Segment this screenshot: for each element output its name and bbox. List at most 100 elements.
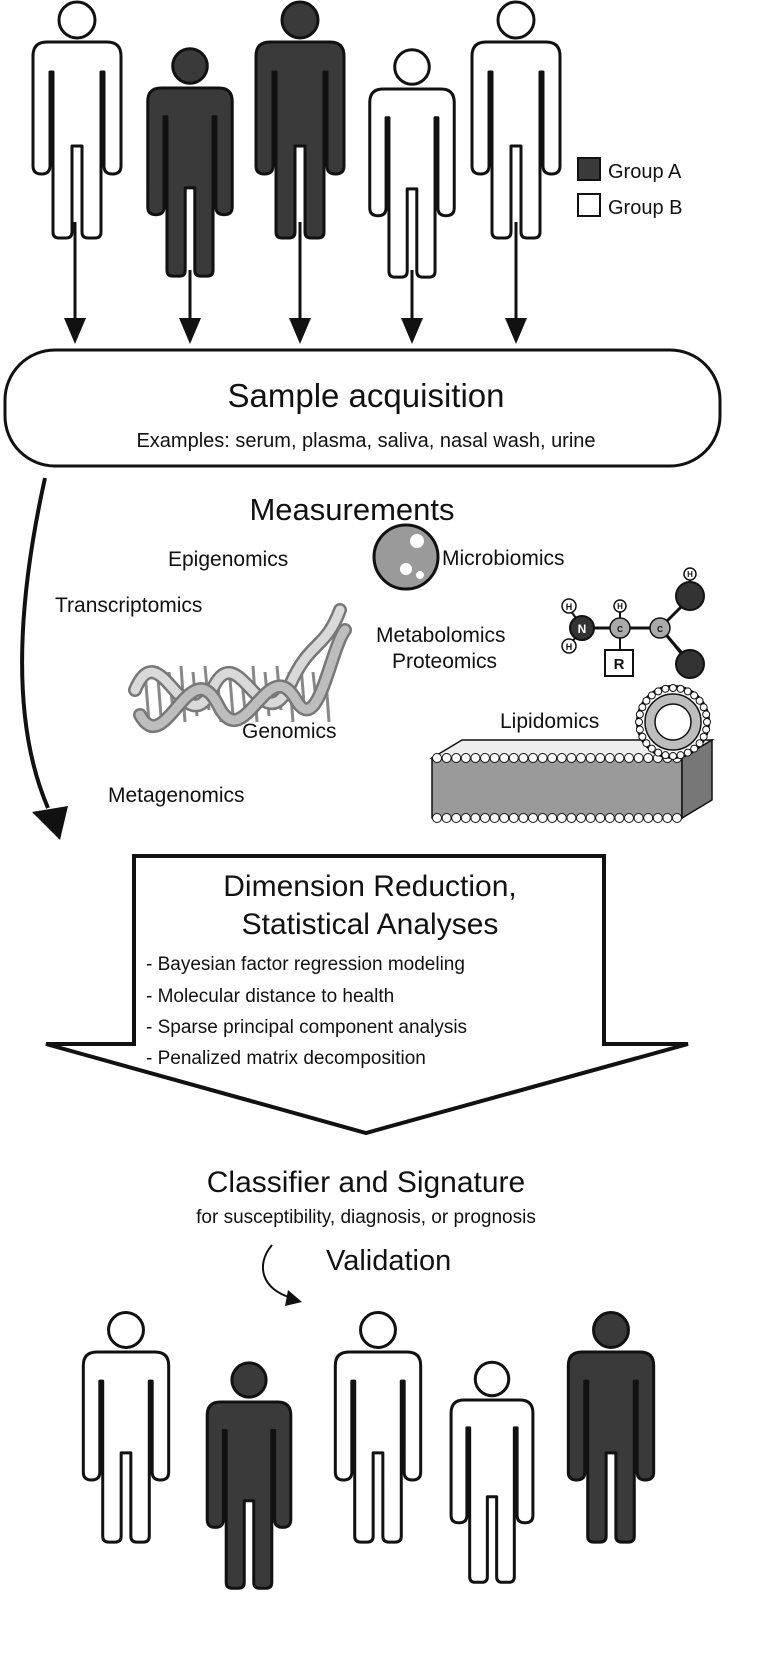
lipid-head	[699, 703, 708, 712]
lipid-head	[635, 718, 643, 726]
analysis-funnel: Dimension Reduction, Statistical Analyse…	[45, 854, 689, 1136]
analysis-title-line1: Dimension Reduction,	[223, 870, 516, 903]
lipid-head	[470, 813, 481, 823]
label-metabolomics: Metabolomics	[376, 624, 506, 647]
lipid-head	[489, 753, 500, 763]
legend-label-group-a: Group A	[608, 161, 682, 183]
lipid-head	[702, 710, 711, 719]
label-metagenomics: Metagenomics	[108, 784, 245, 807]
atom-label: C	[657, 625, 663, 634]
lipid-head	[470, 753, 481, 763]
analysis-method: - Penalized matrix decomposition	[146, 1048, 426, 1069]
lipid-head	[654, 687, 663, 696]
lipid-head	[669, 752, 677, 760]
lipid-head	[566, 813, 577, 823]
lipid-head	[683, 687, 692, 696]
lipid-head	[642, 739, 651, 748]
sample-acquisition-examples: Examples: serum, plasma, saliva, nasal w…	[136, 430, 595, 452]
atom-label: H	[566, 642, 573, 652]
person-group-a-icon	[205, 1361, 293, 1590]
lipid-head	[633, 753, 644, 763]
lipid-head	[508, 753, 519, 763]
lipid-head	[441, 753, 452, 763]
person-group-b-icon	[81, 1311, 171, 1544]
lipid-head	[614, 813, 625, 823]
analysis-method: - Sparse principal component analysis	[146, 1017, 467, 1038]
dna-helix-illustration	[128, 603, 352, 733]
lipid-head	[480, 813, 490, 823]
classifier-title: Classifier and Signature	[207, 1166, 526, 1199]
legend-swatch-group-b	[577, 193, 601, 217]
arrow-down	[179, 270, 201, 344]
person-group-b-icon	[470, 0, 562, 240]
atom-label: H	[617, 602, 623, 611]
person-group-b-icon	[333, 1311, 423, 1544]
analysis-method: - Molecular distance to health	[146, 986, 394, 1007]
lipid-head	[518, 813, 529, 823]
legend-label-group-b: Group B	[608, 197, 682, 219]
atom-label: R	[614, 656, 625, 673]
arrow-down	[401, 270, 423, 344]
lipid-head	[647, 691, 656, 700]
lipid-vesicle-illustration	[635, 684, 711, 760]
lipid-head	[595, 753, 606, 763]
sample-acquisition-title: Sample acquisition	[228, 377, 505, 414]
classifier-subtitle: for susceptibility, diagnosis, or progno…	[196, 1207, 536, 1228]
amino-acid-molecule: H H N H C R C H	[561, 567, 705, 679]
atom-label: H	[566, 602, 573, 612]
lipid-head	[451, 813, 462, 823]
lipid-head	[661, 751, 670, 760]
lipid-head	[695, 696, 704, 705]
lipid-head	[643, 813, 654, 823]
lipid-head	[652, 813, 663, 823]
lipid-head	[547, 813, 558, 823]
lipid-head	[556, 813, 567, 823]
lipid-head	[661, 684, 670, 693]
lipid-head	[432, 813, 442, 823]
lipid-head	[547, 753, 558, 763]
lipid-head	[624, 813, 634, 823]
arrow-down	[289, 222, 311, 344]
lipid-head	[556, 753, 567, 763]
lipid-head	[635, 725, 644, 734]
lipid-head	[638, 703, 647, 712]
lipid-head	[633, 813, 644, 823]
person-group-a-icon	[566, 1311, 656, 1544]
lipid-head	[432, 753, 442, 763]
measurements-title: Measurements	[249, 492, 454, 527]
lipid-head	[604, 813, 615, 823]
lipid-head	[576, 813, 586, 823]
lipid-bilayer-illustration	[429, 738, 715, 823]
lipid-head	[638, 732, 647, 741]
lipid-head	[460, 813, 471, 823]
lipid-head	[441, 813, 452, 823]
lipid-head	[508, 813, 519, 823]
person-group-b-icon	[449, 1360, 535, 1584]
top-people-row	[31, 0, 562, 279]
lipid-head	[489, 813, 500, 823]
lipid-head	[635, 710, 644, 719]
arrow-down	[64, 222, 86, 344]
lipid-head	[537, 753, 548, 763]
validation-arrow	[262, 1244, 302, 1306]
curved-arrow-to-analysis	[20, 477, 68, 840]
lipid-head	[676, 684, 685, 693]
lipid-head	[642, 696, 651, 705]
lipid-head	[528, 813, 538, 823]
lipid-head	[695, 739, 704, 748]
sample-acquisition-box: Sample acquisition Examples: serum, plas…	[3, 348, 722, 468]
atom-label: H	[687, 570, 693, 579]
lipid-head	[585, 753, 596, 763]
lipid-head	[460, 753, 471, 763]
label-genomics: Genomics	[242, 720, 337, 743]
analysis-title-line2: Statistical Analyses	[242, 908, 499, 941]
label-epigenomics: Epigenomics	[168, 548, 288, 571]
lipid-head	[537, 813, 548, 823]
lipid-head	[669, 684, 677, 692]
lipid-head	[499, 753, 510, 763]
lipid-head	[518, 753, 529, 763]
lipid-head	[595, 813, 606, 823]
lipid-head	[643, 753, 654, 763]
lipid-head	[499, 813, 510, 823]
